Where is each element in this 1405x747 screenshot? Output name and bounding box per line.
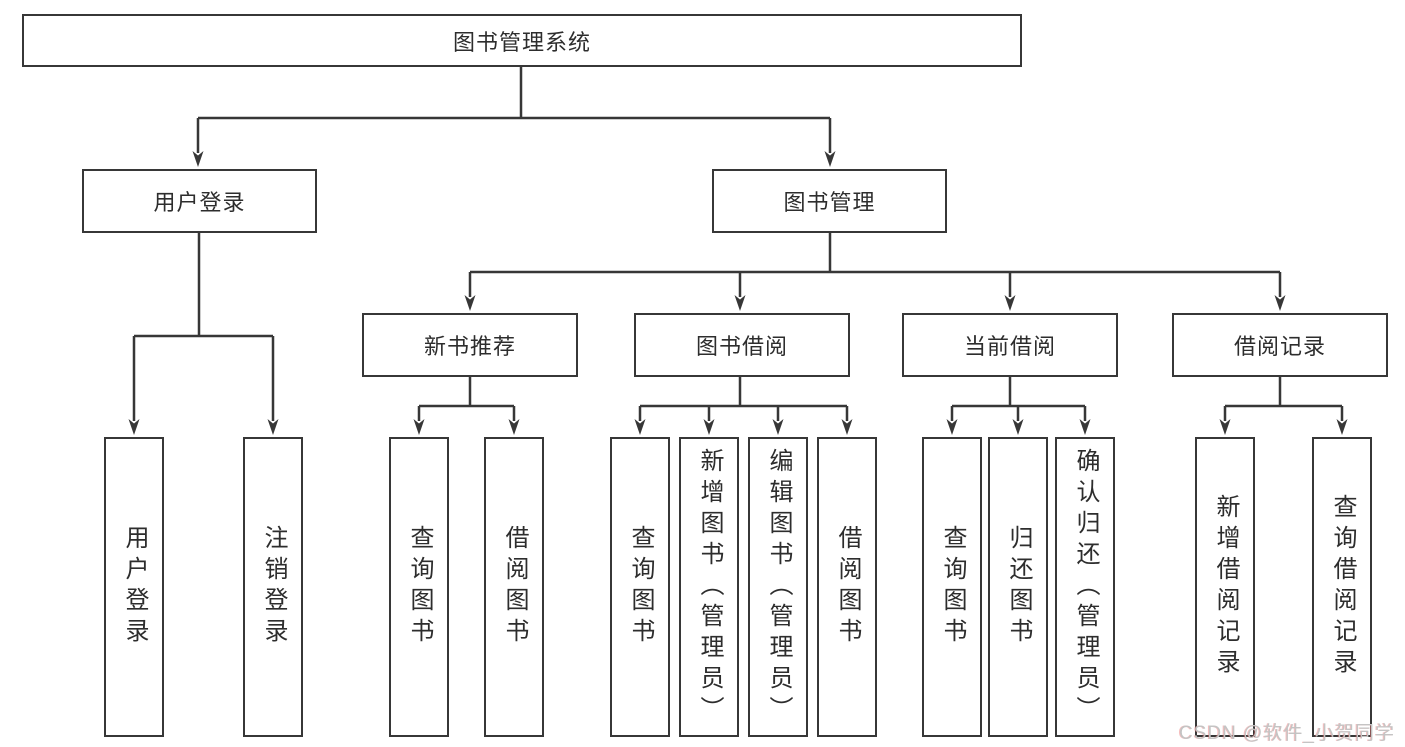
- leaf-query-borrow-record: 查询借阅记录: [1312, 437, 1372, 737]
- node-borrow-records: 借阅记录: [1172, 313, 1388, 377]
- node-book-management: 图书管理: [712, 169, 947, 233]
- leaf-user-login: 用户登录: [104, 437, 164, 737]
- node-current-borrow: 当前借阅: [902, 313, 1118, 377]
- leaf-add-borrow-record: 新增借阅记录: [1195, 437, 1255, 737]
- watermark-text: CSDN @软件_小贺同学: [1179, 723, 1395, 744]
- leaf-return-books: 归还图书: [988, 437, 1048, 737]
- node-book-borrow: 图书借阅: [634, 313, 850, 377]
- node-root-system: 图书管理系统: [22, 14, 1022, 67]
- leaf-borrow-books: 借阅图书: [817, 437, 877, 737]
- connector-segments: [132, 67, 1344, 421]
- leaf-add-books-admin: 新增图书（管理员）: [679, 437, 739, 737]
- node-user-login: 用户登录: [82, 169, 317, 233]
- leaf-logout: 注销登录: [243, 437, 303, 737]
- leaf-edit-books-admin: 编辑图书（管理员）: [748, 437, 808, 737]
- leaf-query-books-borrow: 查询图书: [610, 437, 670, 737]
- leaf-query-books-recommend: 查询图书: [389, 437, 449, 737]
- node-new-book-recommend: 新书推荐: [362, 313, 578, 377]
- leaf-confirm-return-admin: 确认归还（管理员）: [1055, 437, 1115, 737]
- leaf-query-books-current: 查询图书: [922, 437, 982, 737]
- leaf-borrow-books-recommend: 借阅图书: [484, 437, 544, 737]
